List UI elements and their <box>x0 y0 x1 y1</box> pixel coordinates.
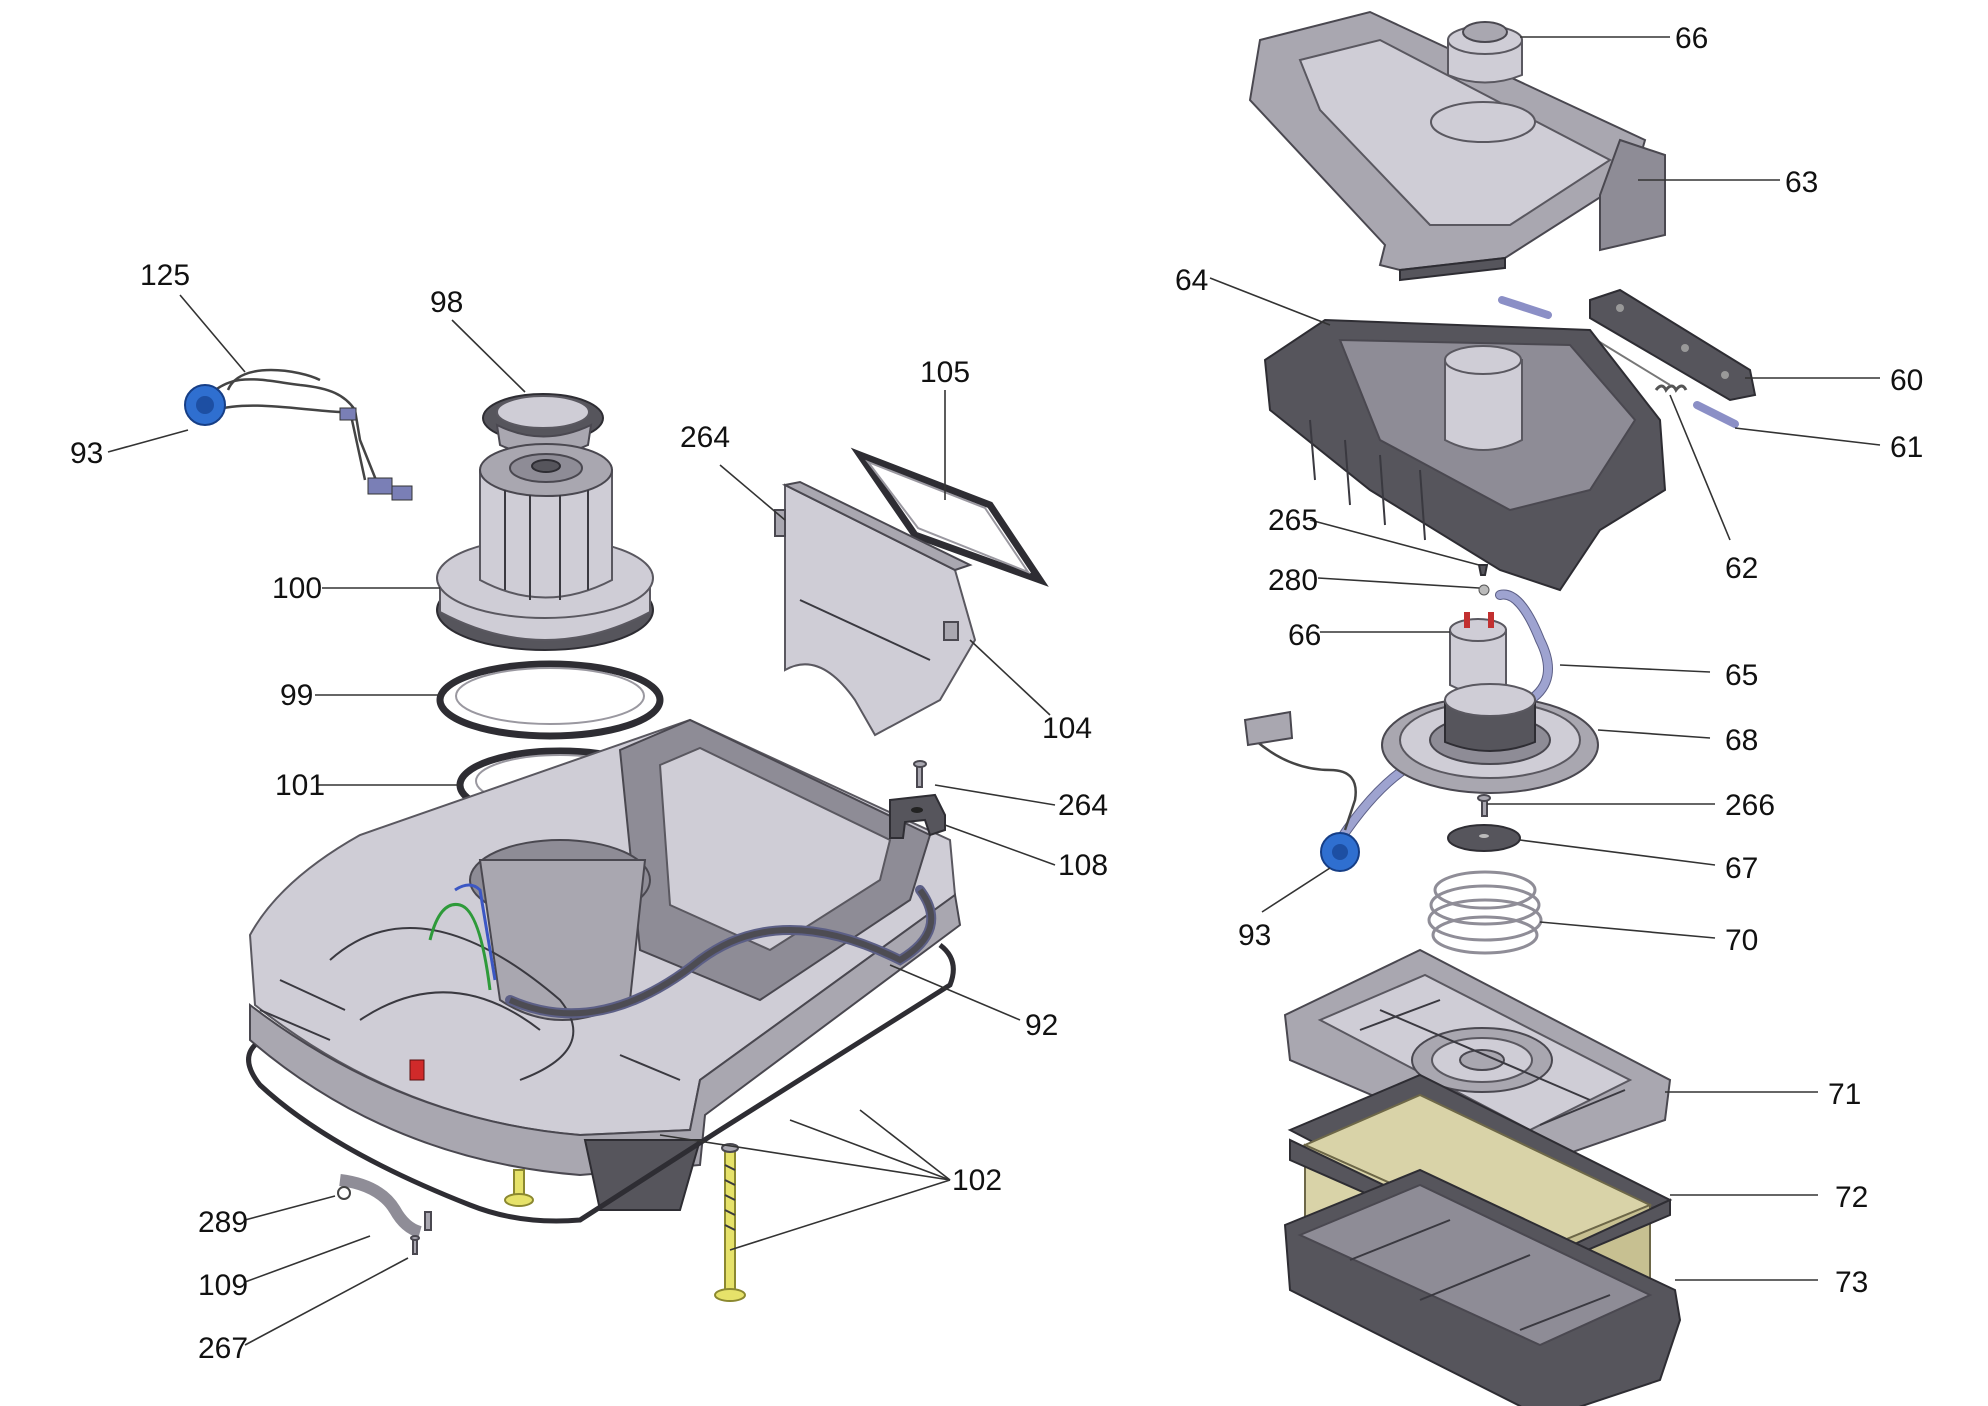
callout-264-top: 264 <box>680 421 730 454</box>
float-68 <box>1381 683 1599 794</box>
callout-267: 267 <box>198 1332 248 1365</box>
callout-92: 92 <box>1025 1009 1058 1042</box>
disc-67 <box>1447 824 1521 852</box>
callout-125: 125 <box>140 259 190 292</box>
callout-93-left: 93 <box>70 437 103 470</box>
frame-64 <box>1263 318 1667 592</box>
frame-71 <box>1283 948 1672 1167</box>
tray-73 <box>1283 1168 1682 1406</box>
callout-289: 289 <box>198 1206 248 1239</box>
gasket-99 <box>436 660 664 740</box>
latch-60 <box>1589 288 1757 402</box>
callout-280: 280 <box>1268 564 1318 597</box>
callout-93-right: 93 <box>1238 919 1271 952</box>
hose-65 <box>1325 589 1553 865</box>
callout-61: 61 <box>1890 431 1923 464</box>
callout-265: 265 <box>1268 504 1318 537</box>
callout-99: 99 <box>280 679 313 712</box>
screw-266 <box>1477 794 1491 817</box>
callout-66-mid: 66 <box>1288 619 1321 652</box>
seal-105 <box>850 447 1049 587</box>
cover-104 <box>774 480 977 737</box>
callout-102: 102 <box>952 1164 1002 1197</box>
callout-266: 266 <box>1725 789 1775 822</box>
callout-65: 65 <box>1725 659 1758 692</box>
callout-66-top: 66 <box>1675 22 1708 55</box>
spring-70 <box>1427 870 1543 955</box>
callout-labels: 125 98 105 264 93 100 99 104 101 264 108… <box>70 22 1923 1365</box>
callout-70: 70 <box>1725 924 1758 957</box>
callout-72: 72 <box>1835 1181 1868 1214</box>
base-gasket-102 <box>246 943 956 1224</box>
callout-71: 71 <box>1828 1078 1861 1111</box>
callout-98: 98 <box>430 286 463 319</box>
screw-265 <box>1477 564 1489 576</box>
bolt-102-short <box>504 1169 534 1207</box>
lid-63 <box>1248 10 1666 282</box>
callout-64: 64 <box>1175 264 1208 297</box>
callout-100: 100 <box>272 572 322 605</box>
callout-101: 101 <box>275 769 325 802</box>
bolt-102-long <box>714 1143 746 1302</box>
callout-104: 104 <box>1042 712 1092 745</box>
callout-67: 67 <box>1725 852 1758 885</box>
connector-93-right <box>1243 710 1360 872</box>
solenoid-66 <box>1449 612 1507 694</box>
callout-62: 62 <box>1725 552 1758 585</box>
motor-100 <box>436 443 654 651</box>
screw-264-left <box>913 760 927 788</box>
clip-109 <box>337 1174 432 1238</box>
callout-108: 108 <box>1058 849 1108 882</box>
pin-61 <box>1693 401 1739 428</box>
callout-109: 109 <box>198 1269 248 1302</box>
callout-264-right: 264 <box>1058 789 1108 822</box>
pin-top <box>1498 296 1552 319</box>
clamp-108 <box>889 793 946 839</box>
screw-267 <box>410 1235 420 1255</box>
connector-93-left <box>184 368 413 501</box>
callout-73: 73 <box>1835 1266 1868 1299</box>
callout-105: 105 <box>920 356 970 389</box>
washer-280 <box>1478 584 1490 596</box>
callout-60: 60 <box>1890 364 1923 397</box>
callout-68: 68 <box>1725 724 1758 757</box>
housing-base <box>248 718 962 1211</box>
leader-lines <box>107 36 1881 1346</box>
callout-63: 63 <box>1785 166 1818 199</box>
